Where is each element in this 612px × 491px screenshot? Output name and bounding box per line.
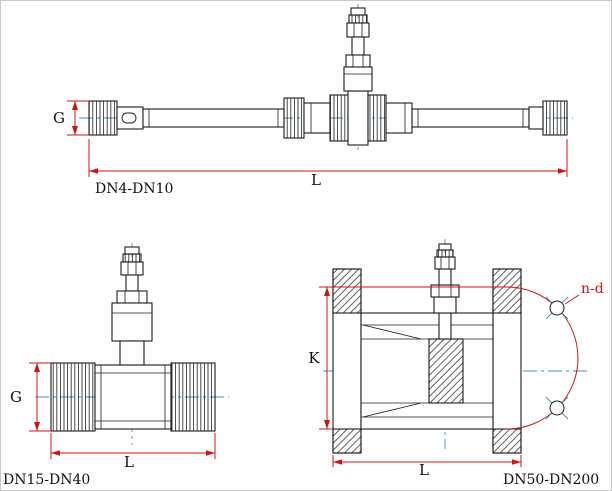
- view-dn15-dn40: G L DN15-DN40: [3, 243, 229, 488]
- bolt-hole-top: [549, 300, 565, 316]
- dim-label-l: L: [311, 171, 321, 189]
- dim-label-g: G: [53, 109, 65, 127]
- fitting-knurl: [436, 249, 454, 258]
- sensor-boss: [433, 296, 457, 314]
- fitting-knurl: [122, 253, 142, 263]
- flange-left-bottom-section: [332, 428, 362, 454]
- thread-nut-left: [88, 100, 118, 136]
- body-nut-right: [367, 94, 387, 142]
- arrowhead-up: [324, 287, 330, 296]
- flange-left-top-section: [332, 268, 362, 314]
- fitting-stem: [125, 274, 139, 292]
- sensor-housing: [111, 302, 153, 342]
- meter-body: [88, 90, 568, 146]
- dimension-l: L: [88, 139, 568, 189]
- flange-right-top-section: [492, 268, 522, 314]
- body-nut-left: [329, 94, 349, 142]
- spacer-right: [385, 102, 413, 134]
- dim-label-l: L: [419, 461, 429, 479]
- dim-label-k: K: [308, 349, 320, 367]
- arrowhead-right: [512, 459, 521, 465]
- sensor-fitting: [111, 246, 153, 366]
- thread-nut-right: [542, 100, 568, 136]
- pin-slot: [121, 112, 137, 124]
- fitting-hex-nut: [120, 261, 144, 276]
- arrowhead-left: [89, 168, 98, 174]
- arrowhead-left: [51, 450, 60, 456]
- flow-cone-line: [362, 324, 422, 340]
- arrowhead-right: [206, 450, 215, 456]
- bolt-circle-arc: [506, 286, 579, 430]
- bolt-circle-label: n-d: [581, 281, 604, 297]
- fitting-connector-block: [343, 66, 373, 92]
- fitting-base-nut: [345, 54, 371, 68]
- meter-body: [50, 362, 216, 432]
- thread-end-right: [170, 362, 216, 432]
- fitting-stem: [351, 36, 365, 56]
- flow-cone-line: [362, 402, 422, 418]
- flanged-meter-body: [332, 268, 522, 454]
- turbine-rotor-assembly: [428, 338, 464, 404]
- arrowhead-down: [324, 420, 330, 429]
- coupling-nut-left: [283, 97, 305, 139]
- sensor-fitting: [343, 7, 373, 92]
- view-dn50-dn200: n-d K L DN50-DN200: [308, 239, 604, 488]
- arrowhead-down: [34, 422, 40, 431]
- spacer-left: [303, 102, 331, 134]
- arrowhead-up: [34, 363, 40, 372]
- sensor-fitting: [430, 243, 460, 314]
- fitting-cap: [350, 7, 366, 16]
- bolt-hole-bottom: [549, 400, 565, 416]
- fitting-knurl: [348, 14, 368, 24]
- view-dn4-dn10: G L DN4-DN10: [53, 4, 573, 197]
- fitting-hex-nut: [434, 256, 456, 270]
- pipe-body: [360, 312, 494, 430]
- meter-middle-body: [94, 364, 172, 430]
- extension-tube-right: [411, 108, 530, 128]
- extension-tube-left: [142, 108, 285, 128]
- dimension-l: L: [332, 455, 522, 479]
- caption-dn50-dn200: DN50-DN200: [503, 472, 599, 488]
- fitting-hex-nut: [346, 22, 370, 38]
- dimension-l: L: [50, 433, 216, 471]
- fitting-cap: [124, 246, 140, 255]
- thread-end-left: [50, 362, 96, 432]
- dim-label-g: G: [10, 388, 22, 406]
- adapter-right: [528, 106, 544, 130]
- arrowhead-up: [72, 101, 78, 110]
- dimension-g: G: [10, 362, 51, 432]
- caption-dn4-dn10: DN4-DN10: [95, 181, 173, 197]
- dimension-k: K: [308, 286, 507, 430]
- arrowhead-left: [333, 459, 342, 465]
- arrowhead-right: [558, 168, 567, 174]
- fitting-cap: [438, 243, 452, 251]
- flange-right-bottom-section: [492, 428, 522, 454]
- housing-neck: [119, 340, 145, 366]
- meter-center-block: [347, 90, 369, 146]
- caption-dn15-dn40: DN15-DN40: [3, 472, 90, 488]
- fitting-base-nut: [116, 290, 148, 304]
- dimension-g: G: [53, 100, 89, 136]
- dim-label-l: L: [124, 453, 134, 471]
- bolt-circle: n-d: [506, 281, 604, 430]
- sensor-stem-in-pipe: [438, 312, 452, 340]
- fitting-stem: [438, 268, 452, 286]
- leader-line: [564, 294, 580, 305]
- arrowhead-down: [72, 126, 78, 135]
